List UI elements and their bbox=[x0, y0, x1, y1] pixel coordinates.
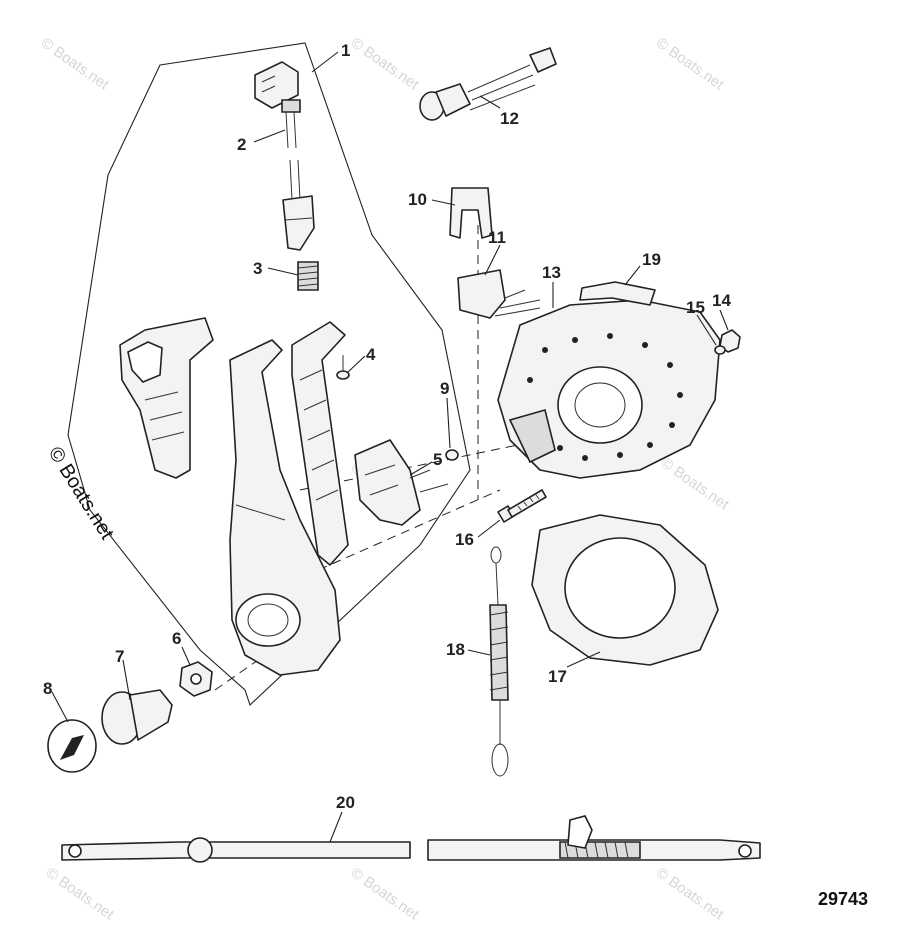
lanyard-part bbox=[489, 546, 509, 777]
screw-part-9 bbox=[445, 449, 459, 461]
control-housing-part bbox=[497, 299, 721, 479]
callout-16: 16 bbox=[455, 530, 474, 549]
callout-4: 4 bbox=[366, 345, 376, 364]
callout-8: 8 bbox=[43, 679, 52, 698]
callout-2: 2 bbox=[237, 135, 246, 154]
callout-12: 12 bbox=[500, 109, 519, 128]
bracket-part bbox=[354, 439, 449, 526]
callout-19: 19 bbox=[642, 250, 661, 269]
callout-13: 13 bbox=[542, 263, 561, 282]
callout-14: 14 bbox=[712, 291, 731, 310]
housing-holes bbox=[527, 333, 683, 461]
leader-lines bbox=[51, 51, 729, 843]
callout-3: 3 bbox=[253, 259, 262, 278]
handle-grip-part bbox=[119, 317, 214, 479]
watermark: © Boats.net bbox=[658, 454, 733, 513]
decal-part bbox=[579, 281, 656, 306]
callout-10: 10 bbox=[408, 190, 427, 209]
watermark: © Boats.net bbox=[653, 864, 728, 923]
callout-1: 1 bbox=[341, 41, 350, 60]
assembly-outline bbox=[67, 42, 471, 706]
callout-5: 5 bbox=[433, 450, 442, 469]
nut-part bbox=[179, 661, 213, 697]
logo-insert-part bbox=[47, 719, 97, 773]
switch-part bbox=[457, 269, 541, 319]
washer-part-15 bbox=[714, 345, 726, 355]
callout-15: 15 bbox=[686, 298, 705, 317]
screw-part-4 bbox=[336, 355, 350, 380]
harness-connector-part bbox=[254, 61, 315, 251]
callout-17: 17 bbox=[548, 667, 567, 686]
watermark: © Boats.net bbox=[653, 34, 728, 93]
cable-part bbox=[61, 815, 761, 863]
callout-6: 6 bbox=[172, 629, 181, 648]
watermark: © Boats.net bbox=[43, 864, 118, 923]
cover-part bbox=[531, 514, 719, 666]
callout-18: 18 bbox=[446, 640, 465, 659]
callout-labels: 1 2 3 4 5 6 7 8 9 10 11 12 13 14 15 16 1… bbox=[43, 41, 731, 812]
callout-11: 11 bbox=[488, 228, 506, 247]
callout-7: 7 bbox=[115, 647, 124, 666]
knob-part bbox=[101, 689, 173, 745]
lever-side-plate-part bbox=[291, 321, 349, 566]
watermark: © Boats.net bbox=[348, 34, 423, 93]
drawing-number: 29743 bbox=[818, 889, 868, 909]
bolt-part bbox=[497, 489, 547, 523]
callout-9: 9 bbox=[440, 379, 449, 398]
watermark: © Boats.net bbox=[348, 864, 423, 923]
clip-part bbox=[449, 187, 493, 239]
spring-part bbox=[297, 261, 319, 291]
watermark: © Boats.net bbox=[38, 34, 113, 93]
side-watermark: © Boats.net bbox=[44, 443, 118, 544]
control-lever-part bbox=[229, 339, 341, 676]
harness-adapter-part bbox=[419, 47, 557, 121]
callout-20: 20 bbox=[336, 793, 355, 812]
